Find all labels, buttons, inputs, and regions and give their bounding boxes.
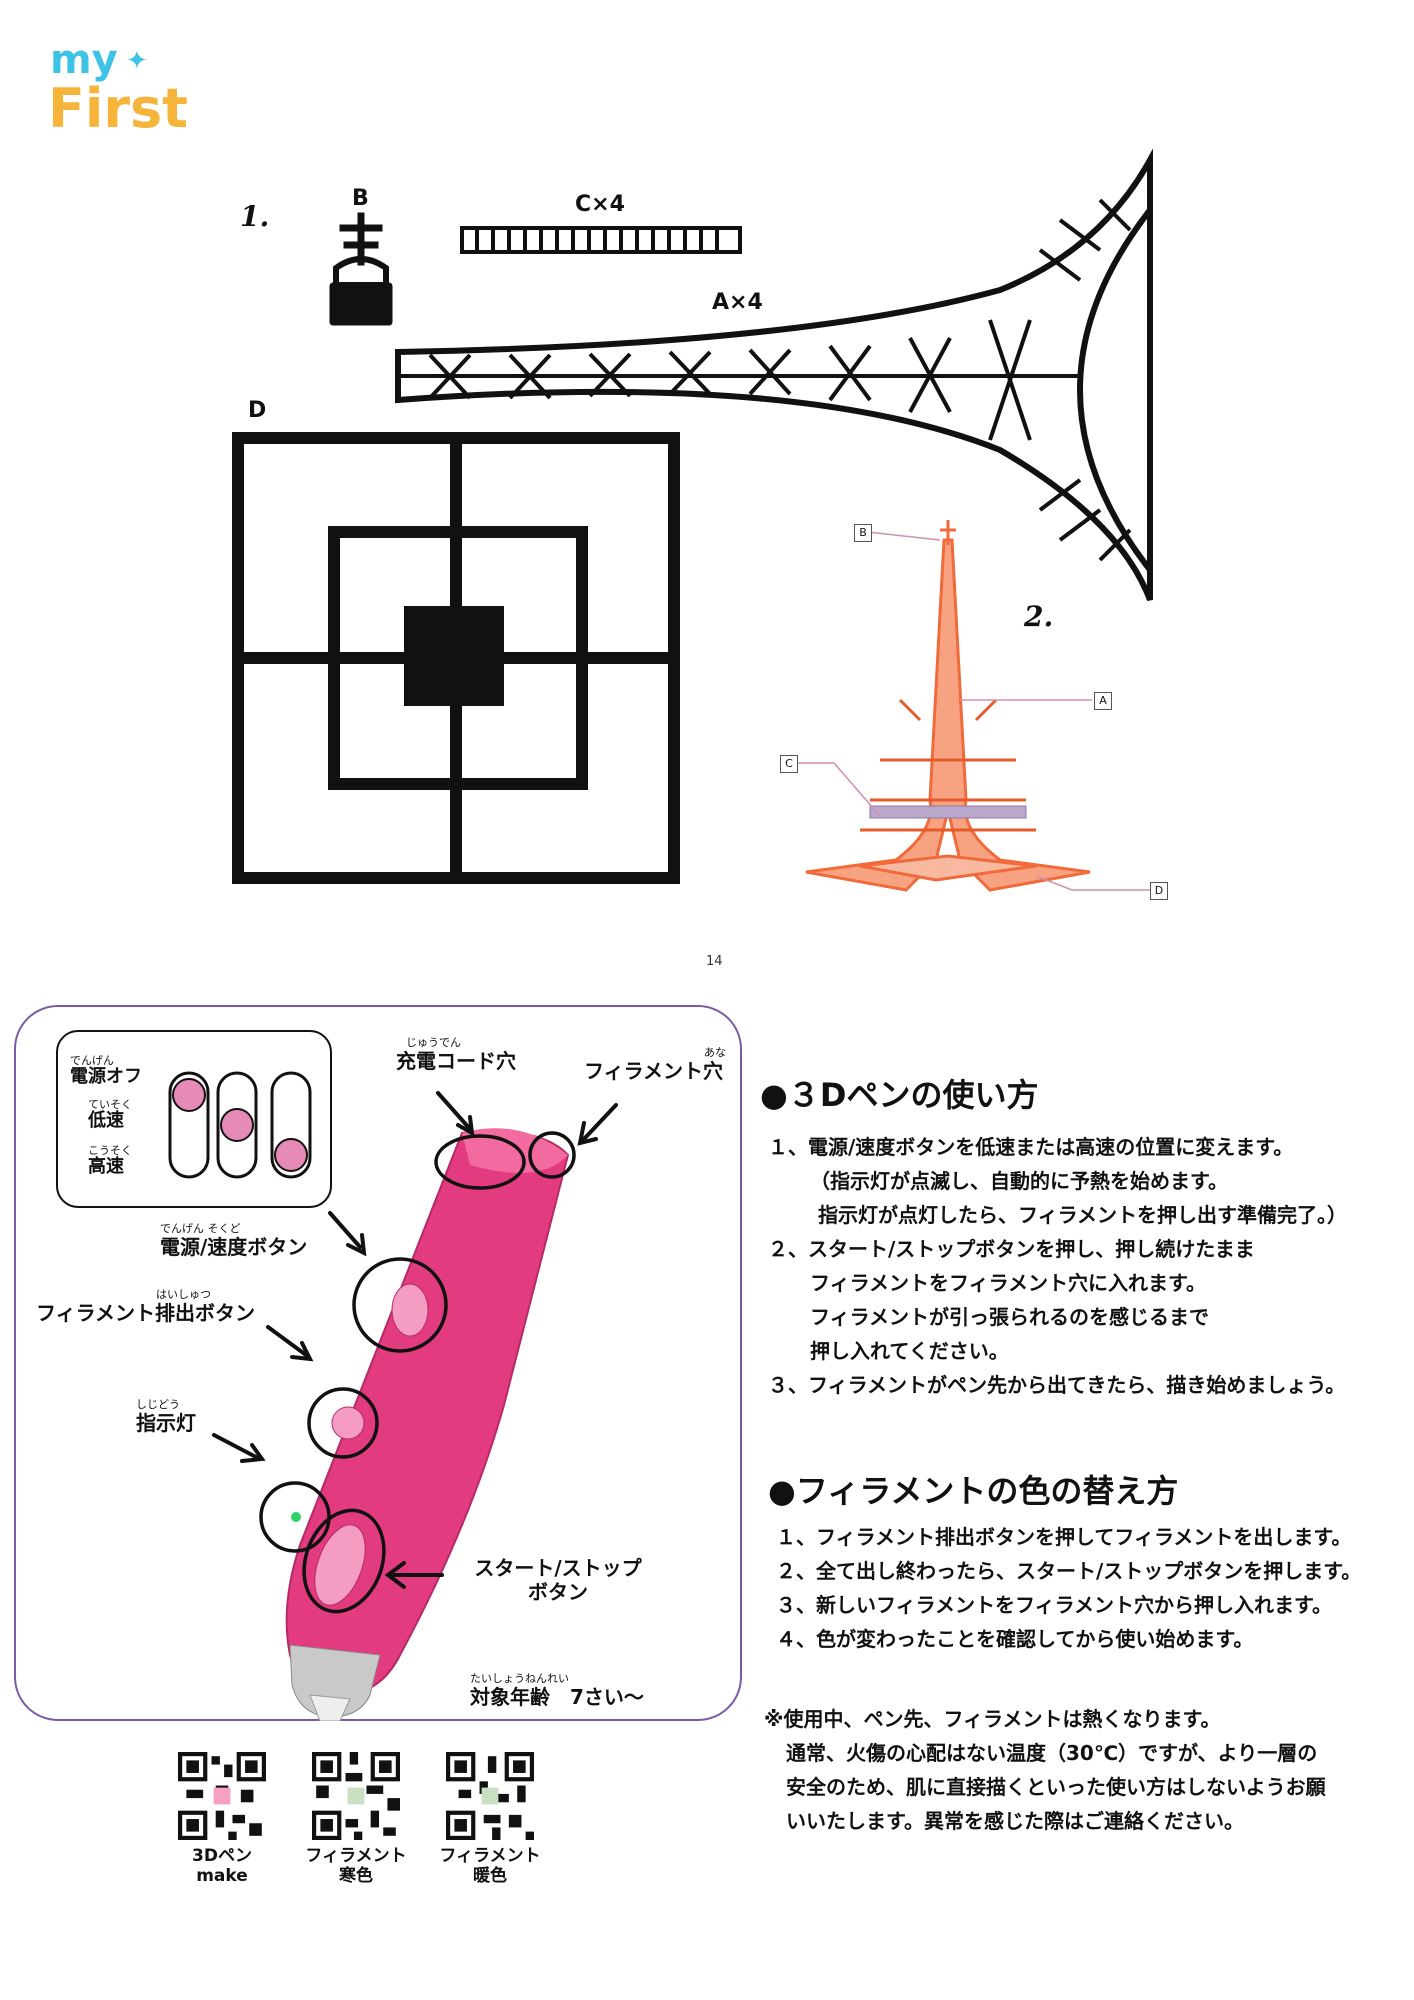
howto-line: フィラメントをフィラメント穴に入れます。	[810, 1271, 1206, 1295]
howto-line: フィラメントが引っ張られるのを感じるまで	[810, 1305, 1209, 1329]
part-c-shape	[460, 226, 742, 254]
assembled-tower	[805, 520, 1091, 892]
step-2-label: 2.	[1024, 600, 1054, 633]
indicator-light-callout: しじどう指示灯	[136, 1398, 196, 1435]
sparkle-icon: ✦	[126, 46, 148, 76]
howto-line: ２、スタート/ストップボタンを押し、押し続けたまま	[768, 1237, 1255, 1261]
switch-label-off: でんげん電源オフ	[70, 1054, 142, 1087]
color-change-heading: ●フィラメントの色の替え方	[768, 1472, 1179, 1510]
notice-line: 安全のため、肌に直接描くといった使い方はしないようお願	[786, 1775, 1326, 1799]
qr-label-filament-cool: フィラメント寒色	[305, 1846, 407, 1886]
qr-label-filament-warm: フィラメント暖色	[439, 1846, 541, 1886]
color-change-line: ２、全て出し終わったら、スタート/ストップボタンを押します。	[776, 1559, 1362, 1583]
qr-code-icon	[178, 1752, 266, 1840]
eject-button-callout: はいしゅつフィラメント排出ボタン	[36, 1288, 255, 1325]
switch-dot-high	[274, 1138, 308, 1172]
howto-line: ３、フィラメントがペン先から出てきたら、描き始めましょう。	[768, 1373, 1346, 1397]
qr-code-filament-warm[interactable]	[446, 1752, 534, 1844]
howto-line: 押し入れてください。	[810, 1339, 1009, 1363]
howto-line: 指示灯が点灯したら、フィラメントを押し出す準備完了。）	[818, 1203, 1347, 1227]
howto-heading: ●３Dペンの使い方	[760, 1076, 1039, 1114]
color-change-line: １、フィラメント排出ボタンを押してフィラメントを出します。	[776, 1525, 1352, 1549]
eiffel-templates-illustration	[232, 148, 1153, 892]
notice-line: 通常、火傷の心配はない温度（30℃）ですが、より一層の	[786, 1741, 1318, 1765]
page-number: 14	[706, 954, 723, 969]
switch-dot-low	[220, 1108, 254, 1142]
howto-line: １、電源/速度ボタンを低速または高速の位置に変えます。	[768, 1135, 1294, 1159]
logo-my: my	[50, 37, 118, 83]
pen-diagram-panel	[14, 1005, 742, 1721]
logo-first: First	[48, 77, 188, 140]
tag-b: B	[854, 524, 872, 542]
qr-code-icon	[312, 1752, 400, 1840]
qr-code-3dpen[interactable]	[178, 1752, 266, 1844]
switch-label-low: ていそく低速	[88, 1098, 132, 1131]
qr-code-filament-cool[interactable]	[312, 1752, 400, 1844]
color-change-line: ３、新しいフィラメントをフィラメント穴から押し入れます。	[776, 1593, 1332, 1617]
part-a-label: A×4	[712, 290, 763, 315]
power-switch-legend	[56, 1030, 332, 1208]
target-age-label: たいしょうねんれい対象年齢 7さい〜	[470, 1672, 644, 1709]
howto-line: （指示灯が点滅し、自動的に予熱を始めます。	[810, 1169, 1228, 1193]
tag-a: A	[1094, 692, 1112, 710]
part-a-shape	[395, 148, 1153, 602]
pen-illustration	[168, 1071, 618, 1721]
notice-line: いいたします。異常を感じた際はご連絡ください。	[786, 1809, 1244, 1833]
part-c-label: C×4	[575, 192, 625, 217]
filament-hole-callout: あなフィラメント穴	[584, 1046, 726, 1083]
tag-c: C	[780, 755, 798, 773]
power-speed-callout: でんげん そくど電源/速度ボタン	[160, 1222, 308, 1259]
part-b-label: B	[352, 186, 369, 211]
switch-label-high: こうそく高速	[88, 1144, 132, 1177]
tag-d: D	[1150, 882, 1168, 900]
step-1-label: 1.	[240, 200, 270, 233]
part-d-label: D	[248, 398, 267, 423]
charge-port-callout: じゅうでん充電コード穴	[396, 1036, 516, 1073]
start-stop-callout: スタート/ストップボタン	[474, 1556, 642, 1604]
switch-dot-off	[172, 1078, 206, 1112]
qr-code-icon	[446, 1752, 534, 1840]
part-b-shape	[329, 212, 393, 326]
notice-line: ※使用中、ペン先、フィラメントは熱くなります。	[764, 1707, 1221, 1731]
color-change-line: ４、色が変わったことを確認してから使い始めます。	[776, 1627, 1254, 1651]
